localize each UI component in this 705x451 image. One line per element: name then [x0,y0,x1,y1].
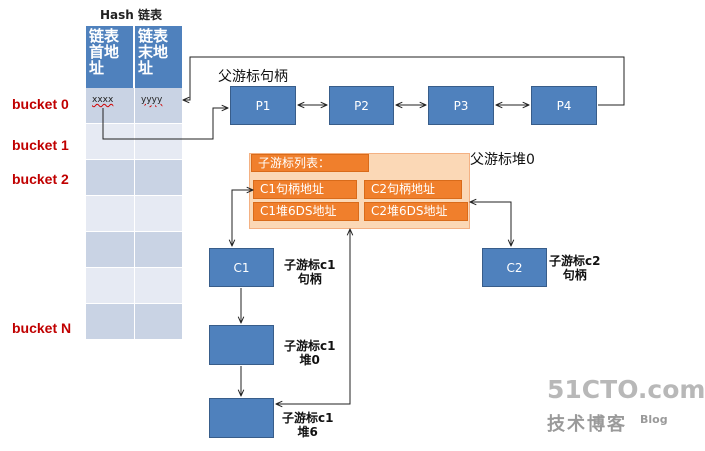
hash-row [86,124,182,160]
bucket-2-label: bucket 2 [12,171,69,187]
head-pointer-value: xxxx [92,95,114,105]
hash-table-title: Hash 链表 [100,8,163,22]
parent-cursor-p2: P2 [329,86,394,125]
c2-handle-label-line1: 子游标c2 [549,254,601,268]
c1-heap6-address: C1堆6DS地址 [253,202,359,221]
child-cursor-c1-heap0 [209,325,274,365]
hash-row [86,160,182,196]
bucket-1-label: bucket 1 [12,137,69,153]
head-pointer-arrow [102,108,228,140]
hash-row [86,268,182,304]
tail-address-column-header: 链表末地址 [135,26,182,88]
child-cursor-c2: C2 [482,248,547,287]
c1-heap6-label: 子游标c1 堆6 [282,411,333,439]
table-cell: yyyy [134,88,182,124]
parent-heap-label: 父游标堆0 [470,152,535,168]
table-cell: xxxx [86,88,134,124]
hash-table: 链表首地址 链表末地址 xxxx yyyy [86,26,182,340]
hash-row [86,304,182,340]
blog-watermark: Blog [640,413,668,426]
c1-handle-address: C1句柄地址 [253,180,357,199]
hash-row [86,196,182,232]
c2-handle-address: C2句柄地址 [364,180,462,199]
parent-cursor-p1: P1 [230,86,296,125]
c1-heap6-label-line1: 子游标c1 [282,411,334,425]
parent-handle-label: 父游标句柄 [218,69,288,85]
head-address-column-header: 链表首地址 [86,26,133,88]
child-cursor-c1: C1 [209,248,274,287]
c1-heap6-label-line2: 堆6 [297,425,318,439]
child-cursor-c1-heap6 [209,398,274,438]
c1-heap6-link [276,229,350,404]
c2-handle-label-line2: 句柄 [562,268,587,282]
bucket-0-label: bucket 0 [12,96,69,112]
c2-handle-link [470,202,511,246]
child-cursor-list-title: 子游标列表： [251,154,369,172]
tagline-watermark: 技术博客 [547,414,627,435]
c2-heap6-address: C2堆6DS地址 [364,202,468,221]
parent-cursor-p3: P3 [428,86,494,125]
parent-cursor-p4: P4 [531,86,597,125]
bucket-n-label: bucket N [12,320,72,336]
c2-handle-label: 子游标c2 句柄 [549,254,600,282]
hash-row: xxxx yyyy [86,88,182,124]
c1-handle-link [232,190,253,246]
site-watermark: 51CTO.com [547,375,705,404]
tail-pointer-value: yyyy [141,95,163,105]
tail-loop-arrow [183,56,625,106]
hash-row [86,232,182,268]
connector-lines [102,56,625,451]
